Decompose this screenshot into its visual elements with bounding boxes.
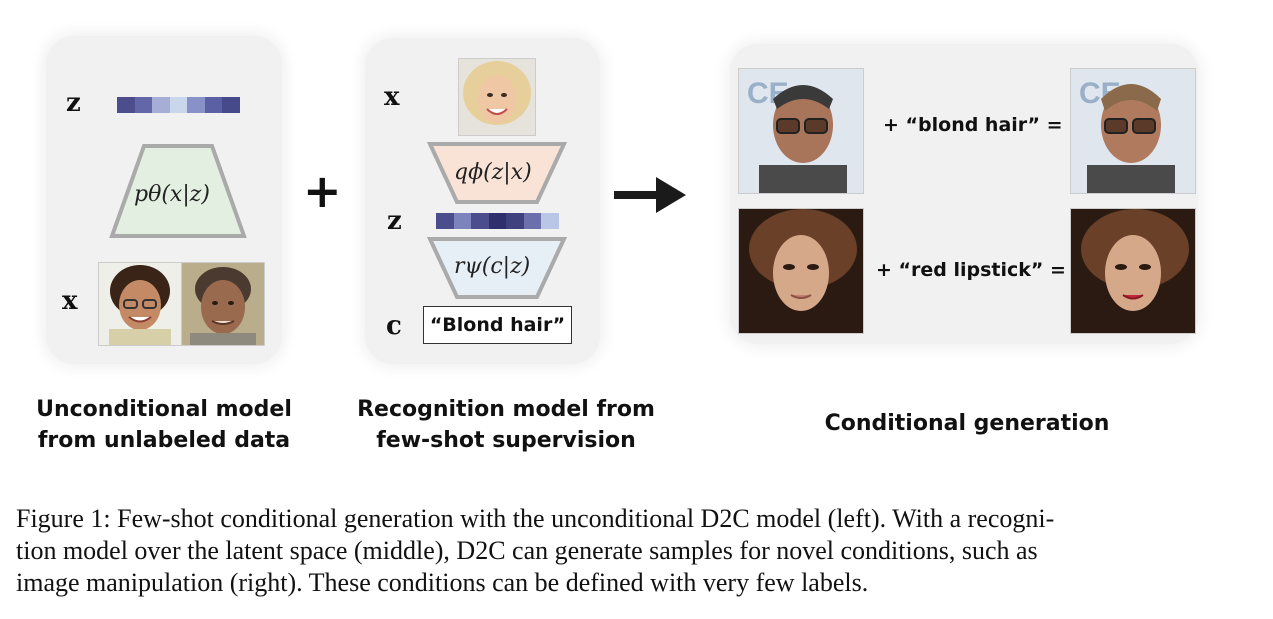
latent-cell [436, 213, 454, 229]
latent-vector-left [117, 97, 240, 113]
condition-c-label: c [386, 311, 402, 341]
latent-z-label-middle: z [387, 206, 402, 236]
conditional-generation-title: Conditional generation [824, 411, 1110, 436]
caption-line-3: image manipulation (right). These condit… [16, 568, 869, 597]
latent-cell [187, 97, 205, 113]
classifier-label: rψ(c|z) [454, 254, 531, 279]
decoder-trapezoid [109, 144, 247, 238]
latent-cell [117, 97, 135, 113]
figure-caption: Figure 1: Few-shot conditional generatio… [16, 503, 1256, 599]
classifier-trapezoid [427, 237, 567, 299]
latent-cell [506, 213, 524, 229]
edit-text-red-lipstick: + “red lipstick” = [876, 259, 1066, 281]
latent-vector-middle [436, 213, 559, 229]
latent-cell [488, 213, 506, 229]
data-x-label-left: x [62, 286, 78, 316]
latent-cell [169, 97, 187, 113]
unconditional-title-line1: Unconditional model [36, 397, 292, 422]
caption-line-1: Figure 1: Few-shot conditional generatio… [16, 504, 1055, 533]
unconditional-model-title: Unconditional model from unlabeled data [24, 394, 304, 456]
plus-sign: + [303, 164, 342, 218]
decoder-label: pθ(x|z) [134, 182, 210, 207]
encoder-trapezoid [427, 142, 567, 204]
sample-face-image-2 [181, 262, 265, 346]
latent-cell [134, 97, 152, 113]
data-x-label-middle: x [384, 82, 400, 112]
unconditional-title-line2: from unlabeled data [37, 428, 291, 453]
recognition-model-title: Recognition model from few-shot supervis… [346, 394, 666, 456]
source-face-image-2 [738, 208, 864, 334]
recognition-title-line1: Recognition model from [357, 397, 655, 422]
latent-cell [453, 213, 471, 229]
recognition-title-line2: few-shot supervision [376, 428, 636, 453]
encoder-label: qϕ(z|x) [454, 160, 532, 185]
edited-face-image-2 [1070, 208, 1196, 334]
right-arrow-icon [614, 177, 686, 213]
latent-cell [152, 97, 170, 113]
latent-cell [222, 97, 240, 113]
latent-cell [204, 97, 222, 113]
input-face-image [458, 58, 536, 136]
latent-cell [541, 213, 559, 229]
caption-line-2: tion model over the latent space (middle… [16, 536, 1038, 565]
latent-z-label-left: z [66, 88, 81, 118]
edited-face-image-1: CE [1070, 68, 1196, 194]
edit-text-blond-hair: + “blond hair” = [883, 114, 1063, 136]
condition-box: “Blond hair” [423, 306, 572, 344]
source-face-image-1: CE [738, 68, 864, 194]
latent-cell [471, 213, 489, 229]
latent-cell [523, 213, 541, 229]
sample-face-image-1 [98, 262, 182, 346]
